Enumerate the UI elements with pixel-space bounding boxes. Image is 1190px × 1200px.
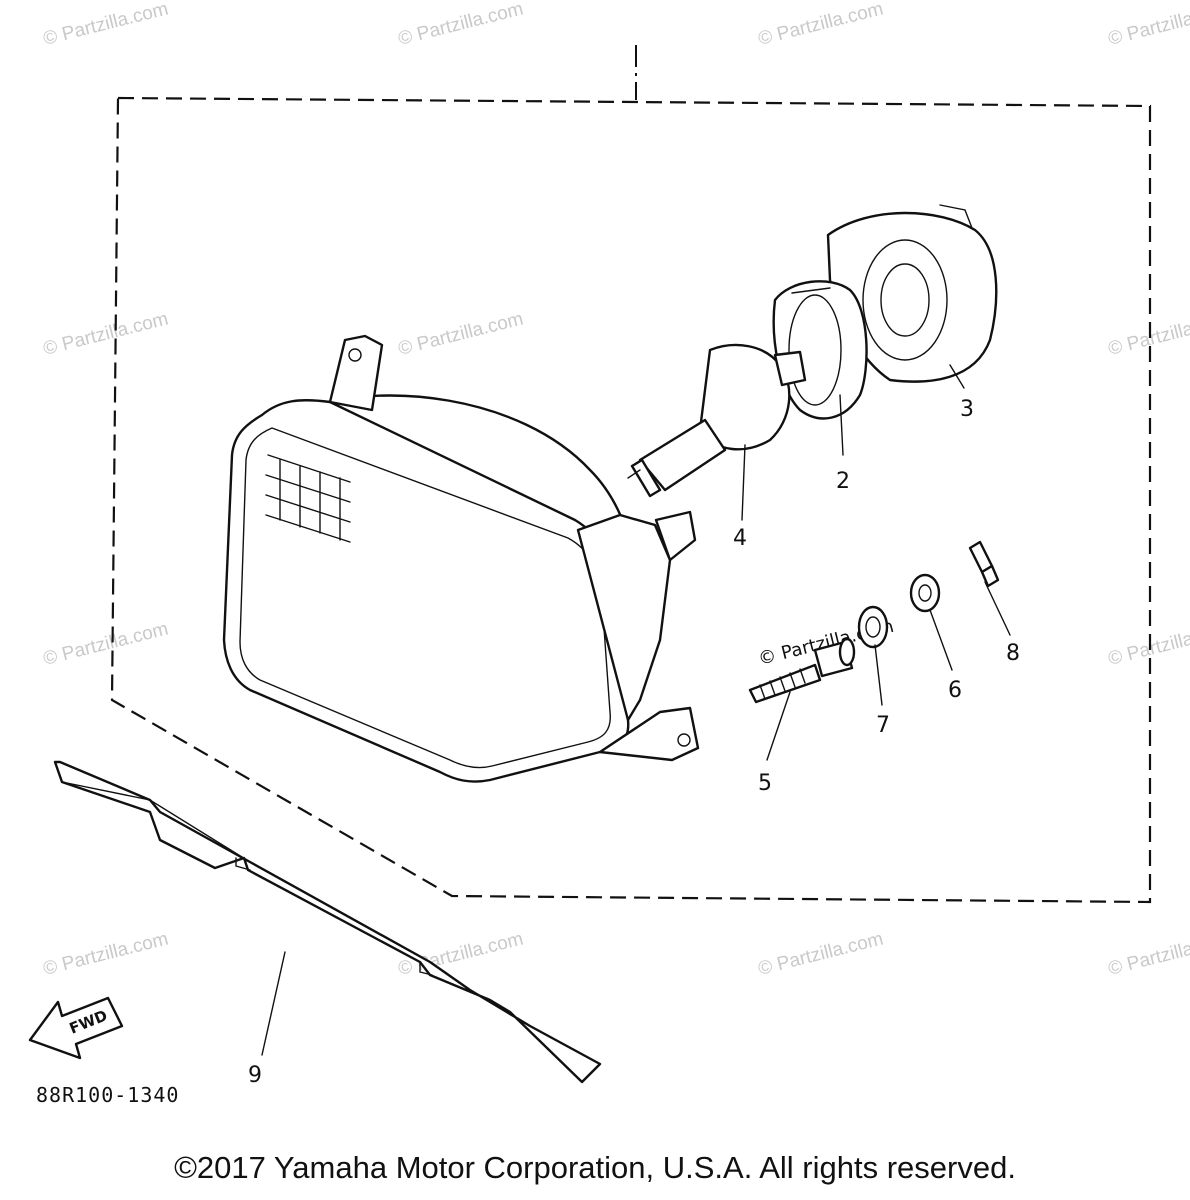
- assembly-outline: [110, 45, 1152, 904]
- callout-8: 8: [1006, 641, 1020, 666]
- watermark: © Partzilla.com: [396, 309, 525, 360]
- watermark: © Partzilla.com: [1106, 0, 1190, 50]
- seal-strip: [53, 760, 602, 1084]
- watermark: © Partzilla.com: [41, 309, 170, 360]
- watermark: © Partzilla.com: [396, 0, 525, 50]
- headlight-unit: [222, 334, 700, 783]
- watermark: © Partzilla.com: [1106, 929, 1190, 980]
- callout-9: 9: [248, 1063, 262, 1088]
- watermark: © Partzilla.com: [756, 0, 885, 50]
- watermark: © Partzilla.com: [41, 619, 170, 670]
- watermark-layer: © Partzilla.com © Partzilla.com © Partzi…: [41, 0, 1190, 980]
- drawing-code: 88R100-1340: [36, 1083, 179, 1107]
- bulb-holder: [772, 280, 868, 420]
- adjusting-screw: [748, 637, 856, 704]
- lens-pattern: [265, 454, 351, 543]
- leader-lines: [261, 364, 1011, 1056]
- copyright-notice: ©2017 Yamaha Motor Corporation, U.S.A. A…: [174, 1150, 1016, 1185]
- callout-2: 2: [836, 469, 850, 494]
- adjuster-nut: [857, 605, 889, 649]
- watermark: © Partzilla.com: [41, 0, 170, 50]
- fwd-arrow: FWD: [28, 996, 124, 1060]
- watermark: © Partzilla.com: [1106, 309, 1190, 360]
- screw-thread: [759, 668, 806, 700]
- halogen-bulb: [627, 343, 807, 498]
- callout-6: 6: [948, 678, 962, 703]
- watermark: © Partzilla.com: [41, 929, 170, 980]
- grommet: [909, 573, 941, 613]
- callouts: 2 3 4 5 6 7 8 9: [248, 397, 1020, 1088]
- watermark: © Partzilla.com: [756, 929, 885, 980]
- callout-3: 3: [960, 397, 974, 422]
- watermark: © Partzilla.com: [1106, 619, 1190, 670]
- callout-4: 4: [733, 526, 747, 551]
- callout-7: 7: [876, 713, 890, 738]
- position-bulb: [968, 540, 1000, 588]
- callout-5: 5: [758, 771, 772, 796]
